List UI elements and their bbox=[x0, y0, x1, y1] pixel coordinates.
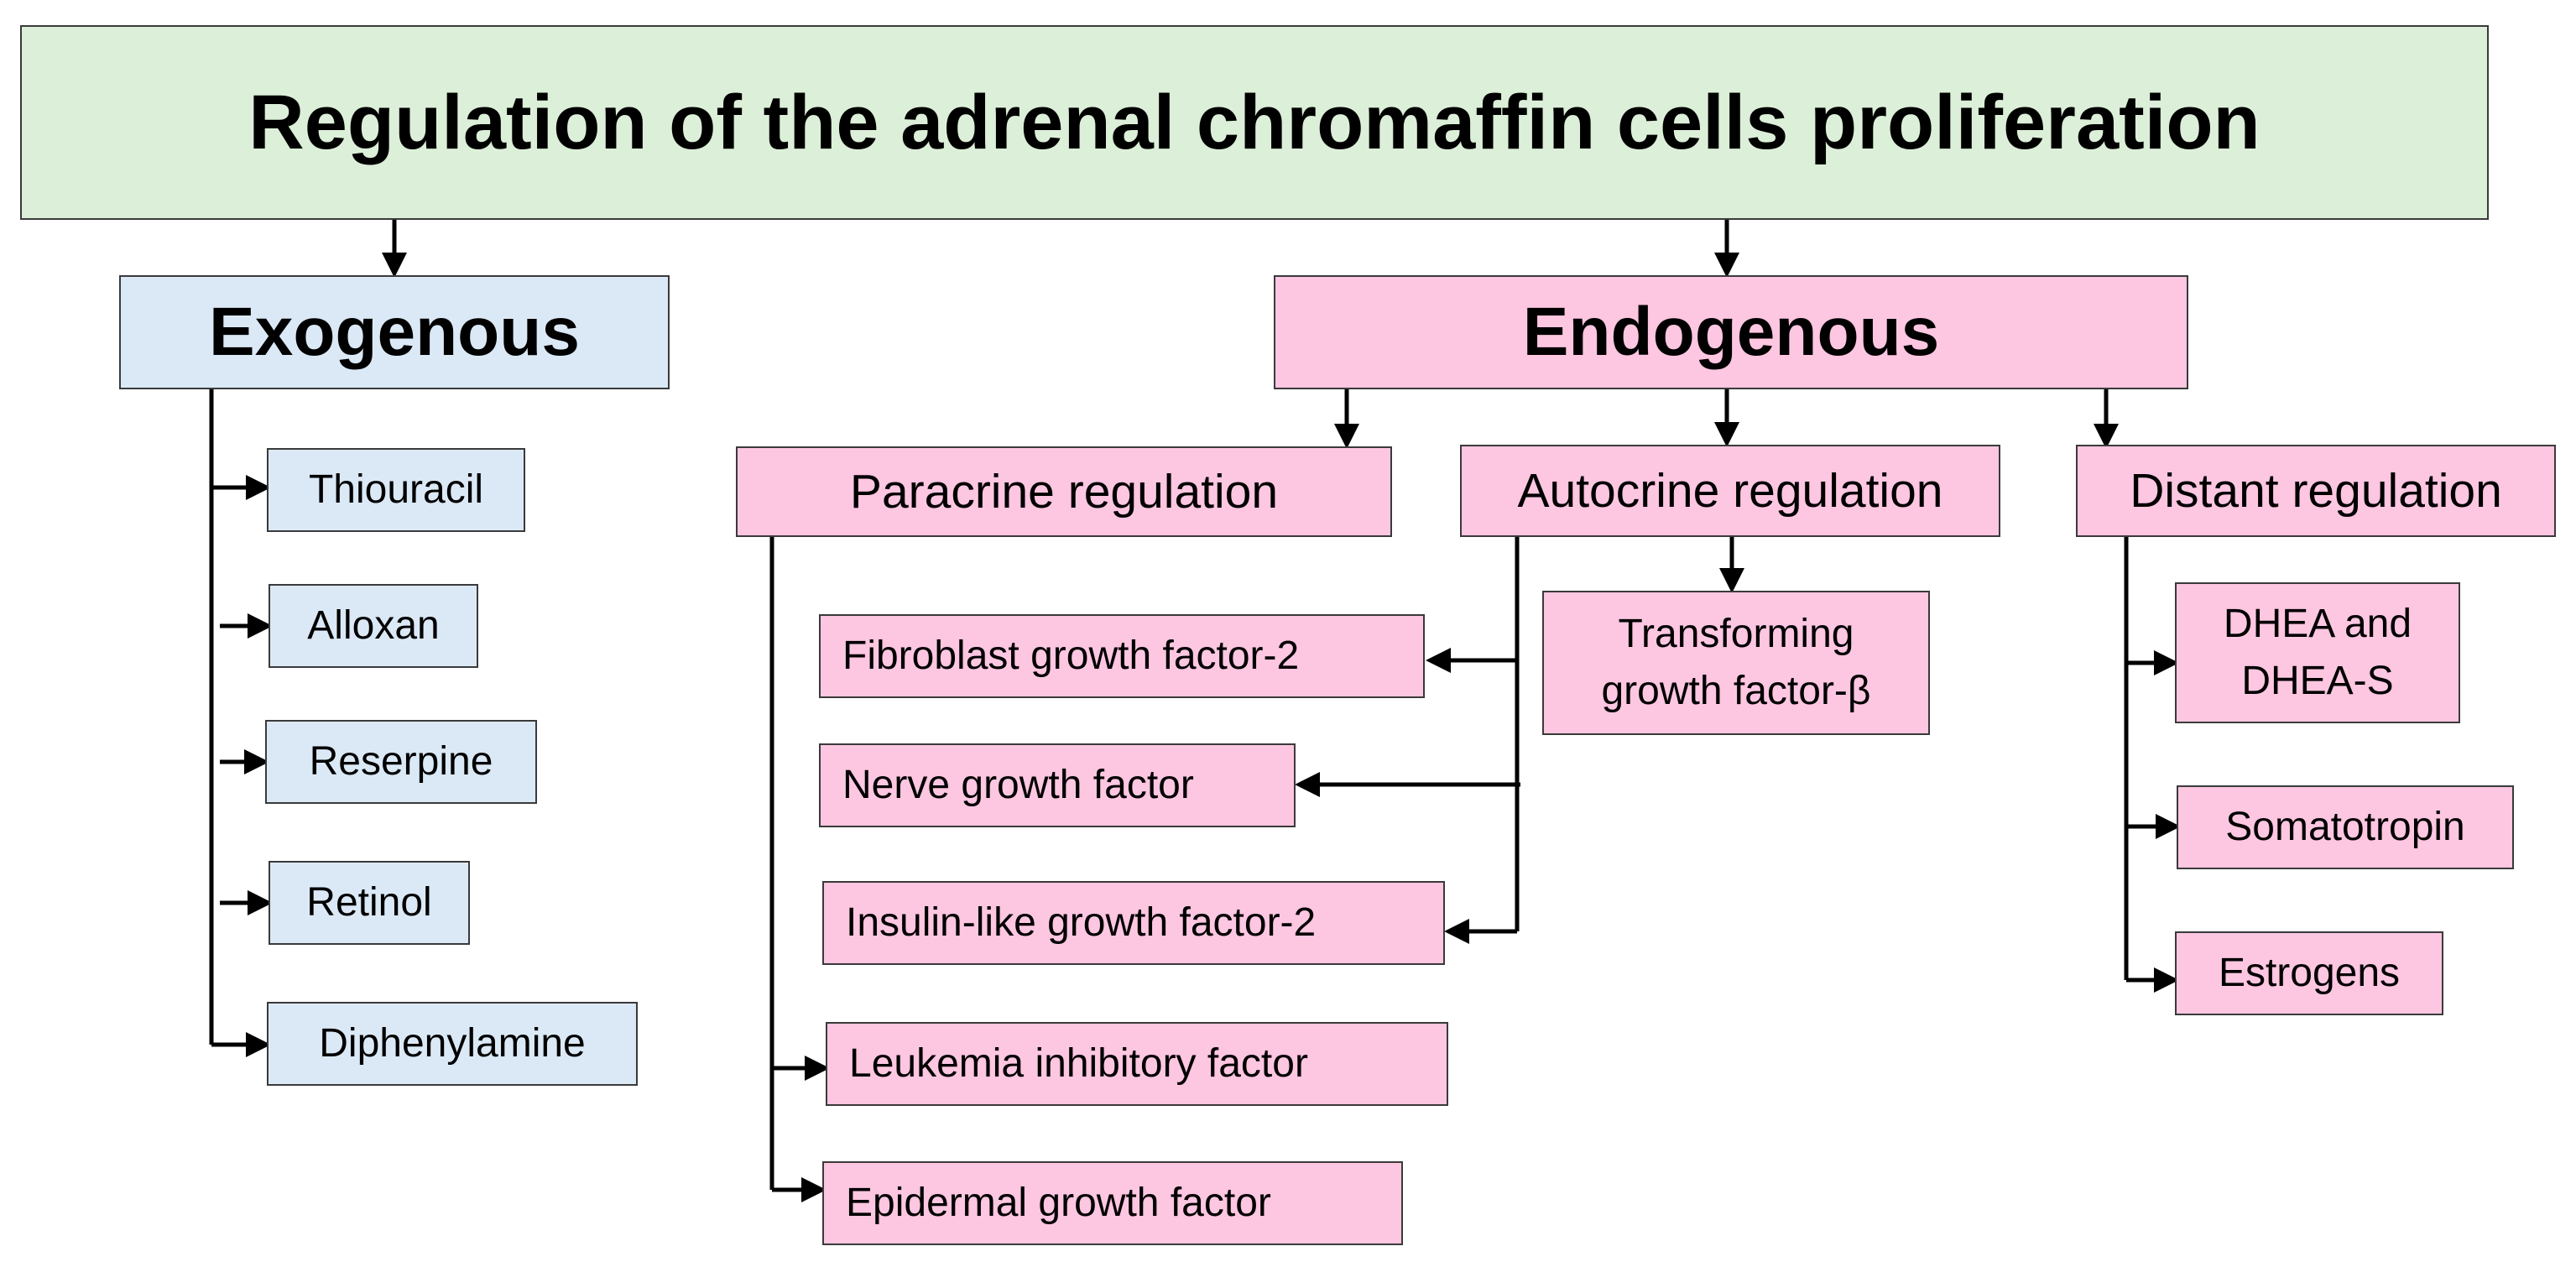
distant-item: Somatotropin bbox=[2177, 785, 2514, 869]
autocrine-item: Transforming growth factor-β bbox=[1542, 591, 1930, 735]
exogenous-box: Exogenous bbox=[119, 275, 670, 389]
exogenous-item: Alloxan bbox=[269, 584, 478, 668]
diagram-title: Regulation of the adrenal chromaffin cel… bbox=[20, 25, 2489, 220]
exogenous-item: Thiouracil bbox=[267, 448, 525, 532]
paracrine-item: Leukemia inhibitory factor bbox=[826, 1022, 1448, 1106]
autocrine-regulation-box: Autocrine regulation bbox=[1460, 445, 2000, 537]
exogenous-item: Diphenylamine bbox=[267, 1002, 638, 1086]
exogenous-item: Reserpine bbox=[265, 720, 537, 804]
distant-item: DHEA and DHEA-S bbox=[2175, 582, 2460, 723]
endogenous-box: Endogenous bbox=[1274, 275, 2188, 389]
paracrine-item: Fibroblast growth factor-2 bbox=[819, 614, 1425, 698]
distant-item: Estrogens bbox=[2175, 931, 2443, 1015]
paracrine-item: Insulin-like growth factor-2 bbox=[822, 881, 1445, 965]
paracrine-regulation-box: Paracrine regulation bbox=[736, 446, 1392, 537]
paracrine-item: Epidermal growth factor bbox=[822, 1161, 1403, 1245]
paracrine-item: Nerve growth factor bbox=[819, 743, 1296, 827]
distant-regulation-box: Distant regulation bbox=[2076, 445, 2556, 537]
exogenous-item: Retinol bbox=[269, 861, 470, 945]
